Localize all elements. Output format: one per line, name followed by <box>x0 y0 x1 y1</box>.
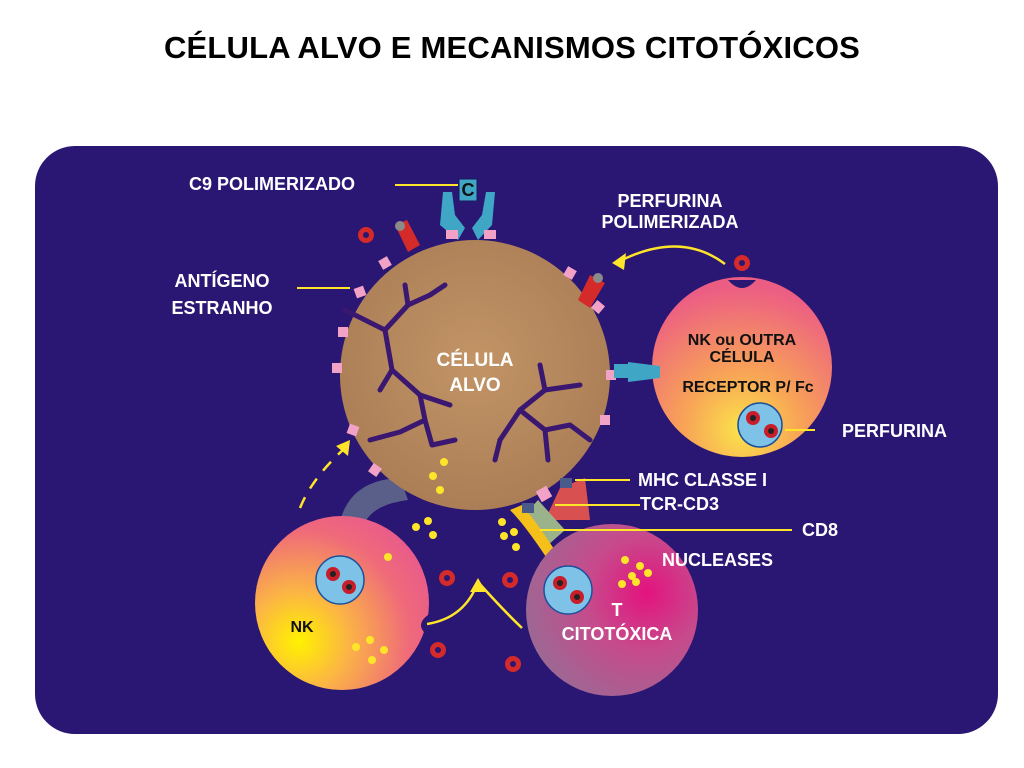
perforin-poly-label-1: PERFURINA <box>617 191 722 211</box>
nucleases-label: NUCLEASES <box>662 550 773 570</box>
perforin-pore-top-left <box>395 220 420 252</box>
label-leaders <box>297 184 815 531</box>
fc-receptor <box>614 362 660 382</box>
target-cell-label-1: CÉLULA <box>436 349 513 371</box>
nk-other-label-2: CÉLULA <box>710 347 775 366</box>
antigen-label-1: ANTÍGENO <box>174 270 269 291</box>
page-title: CÉLULA ALVO E MECANISMOS CITOTÓXICOS <box>163 30 861 65</box>
target-cell: CÉLULA ALVO <box>332 240 616 510</box>
c9-pores: C <box>440 178 496 240</box>
mhc-molecule <box>560 478 572 488</box>
target-cell-label-2: ALVO <box>449 375 500 396</box>
nk-label: NK <box>290 619 314 636</box>
nk-cell: NK <box>255 516 429 690</box>
tcr-label: TCR-CD3 <box>640 494 719 514</box>
perforin-label: PERFURINA <box>842 421 947 441</box>
cytotoxic-t-cell: T CITOTÓXICA <box>510 478 698 696</box>
cell-cracks <box>342 282 593 463</box>
arrowheads <box>336 253 626 592</box>
perforin-poly-label-2: POLIMERIZADA <box>602 212 739 232</box>
tcr-molecule <box>522 503 534 513</box>
free-perforin-granules <box>358 227 750 672</box>
nk-or-other-cell: NK ou OUTRA CÉLULA RECEPTOR P/ Fc <box>652 277 832 457</box>
nk-target-bridge <box>340 478 408 530</box>
c-box-label: C <box>462 180 475 200</box>
cd8-label: CD8 <box>802 520 838 540</box>
c9-label: C9 POLIMERIZADO <box>189 174 355 194</box>
nk-other-label-1: NK ou OUTRA <box>688 332 797 349</box>
mhc-label: MHC CLASSE I <box>638 470 767 490</box>
antigen-label-2: ESTRANHO <box>171 298 272 318</box>
receptor-label: RECEPTOR P/ Fc <box>682 379 813 396</box>
t-cell-label-2: CITOTÓXICA <box>562 623 673 644</box>
t-cell-label-1: T <box>612 600 623 620</box>
perforin-pore-right <box>578 273 605 308</box>
foreign-antigens <box>332 256 616 503</box>
nuclease-dots <box>352 458 652 664</box>
